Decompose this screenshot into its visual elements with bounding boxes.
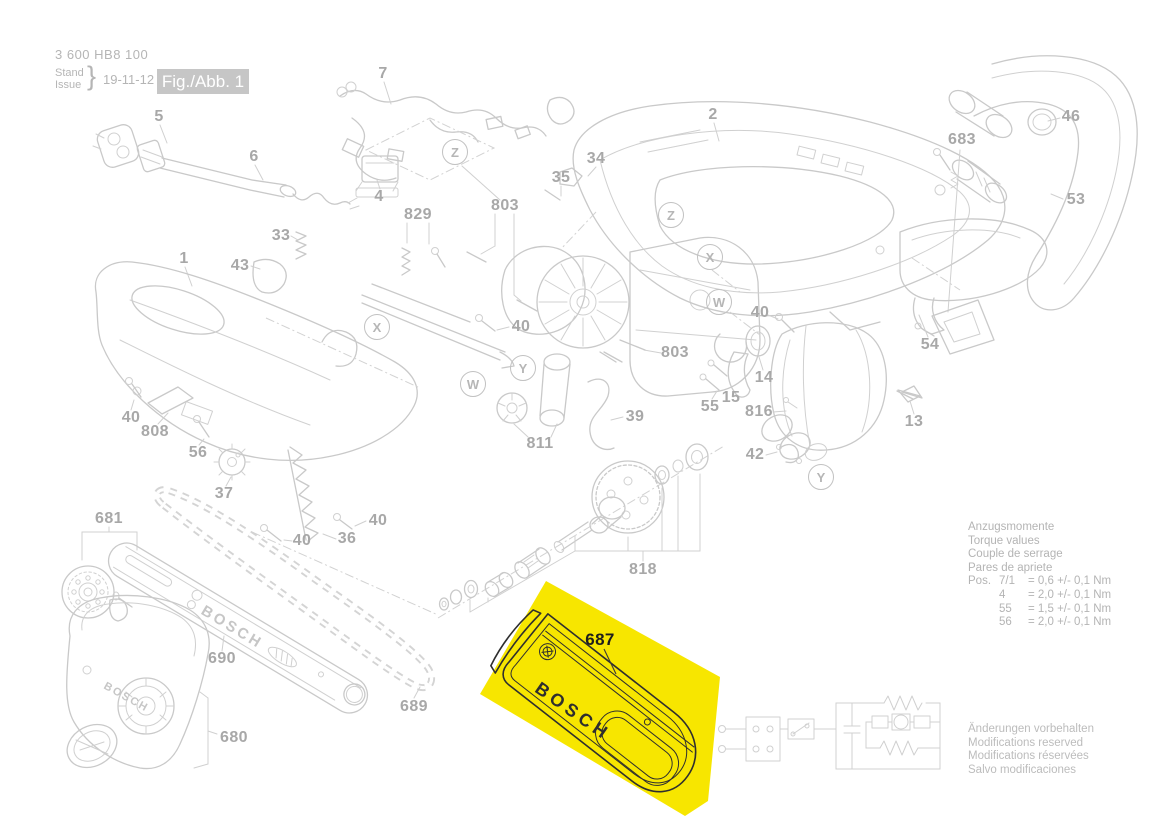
part-label-56: 56 <box>188 444 208 461</box>
part-label-37: 37 <box>214 485 234 502</box>
part-label-54: 54 <box>920 336 940 353</box>
modifications-line: Modifications réservées <box>968 750 1089 763</box>
guide-bracket-group <box>184 166 623 369</box>
torque-title-line: Anzugsmomente <box>968 521 1055 533</box>
pump-pod-group <box>761 322 923 464</box>
part-label-5: 5 <box>154 108 164 125</box>
view-marker-W: W <box>706 289 732 315</box>
part-label-808: 808 <box>141 423 169 440</box>
tensioner-parts <box>699 311 795 400</box>
motor-gearbox-assembly <box>475 236 761 451</box>
motor-housing-left <box>94 261 421 542</box>
part-label-1: 1 <box>179 250 189 267</box>
torque-row: Pos.7/1= 0,6 +/- 0,1 Nm <box>968 575 1112 588</box>
figure-label: Fig./Abb. 1 <box>161 71 245 91</box>
part-label-681: 681 <box>95 510 123 527</box>
document-number: 3 600 HB8 100 <box>55 47 149 62</box>
part-label-40: 40 <box>368 512 388 529</box>
part-label-803: 803 <box>491 197 519 214</box>
part-label-690: 690 <box>208 650 236 667</box>
brace-glyph: } <box>87 61 97 91</box>
part-label-15: 15 <box>721 389 741 406</box>
torque-title-line: Pares de apriete <box>968 561 1053 574</box>
torque-title-line: Couple de serrage <box>968 548 1063 561</box>
part-label-14: 14 <box>754 369 774 386</box>
view-marker-X: X <box>697 244 723 270</box>
view-marker-W: W <box>460 371 486 397</box>
highlight-patch <box>480 581 720 816</box>
part-label-6: 6 <box>249 148 259 165</box>
part-label-829: 829 <box>404 206 432 223</box>
rear-handle-group <box>899 55 1138 355</box>
modifications-line: Salvo modificaciones <box>968 763 1077 776</box>
view-marker-Y: Y <box>808 464 834 490</box>
part-label-34: 34 <box>586 150 606 167</box>
part-label-13: 13 <box>904 413 924 430</box>
torque-row: 56= 2,0 +/- 0,1 Nm <box>999 616 1112 629</box>
part-label-40: 40 <box>121 409 141 426</box>
part-label-53: 53 <box>1066 191 1086 208</box>
leader-687 <box>603 648 617 675</box>
view-marker-Z: Z <box>658 202 684 228</box>
part-label-39: 39 <box>625 408 645 425</box>
gear-assembly <box>437 443 725 619</box>
torque-row: 4= 2,0 +/- 0,1 Nm <box>999 588 1112 601</box>
torque-row: 55= 1,5 +/- 0,1 Nm <box>999 602 1112 615</box>
part-label-816: 816 <box>745 403 773 420</box>
part-label-811: 811 <box>526 435 554 452</box>
part-label-40: 40 <box>750 304 770 321</box>
part-label-818: 818 <box>629 561 657 578</box>
part-label-42: 42 <box>745 446 765 463</box>
part-label-2: 2 <box>708 106 718 123</box>
part-label-36: 36 <box>337 530 357 547</box>
wiring-harness <box>336 81 575 201</box>
stand-issue-label: Stand Issue <box>55 67 84 91</box>
part-label-4: 4 <box>374 188 384 205</box>
circuit-schematic <box>718 695 941 770</box>
part-label-689: 689 <box>400 698 428 715</box>
view-marker-X: X <box>364 314 390 340</box>
modifications-line: Änderungen vorbehalten <box>968 723 1094 735</box>
view-marker-Y: Y <box>510 355 536 381</box>
part-label-43: 43 <box>230 257 250 274</box>
issue-label: Issue <box>55 79 82 91</box>
torque-title-line: Torque values <box>968 534 1040 547</box>
power-cord-assembly <box>92 124 360 210</box>
part-label-40: 40 <box>511 318 531 335</box>
part-label-683: 683 <box>948 131 976 148</box>
saw-chain <box>153 486 439 699</box>
part-label-680: 680 <box>220 729 248 746</box>
stand-label: Stand <box>55 67 84 79</box>
part-label-35: 35 <box>551 169 571 186</box>
part-label-803: 803 <box>661 344 689 361</box>
part-label-7: 7 <box>378 65 388 82</box>
part-label-33: 33 <box>271 227 291 244</box>
figure-label-box: Fig./Abb. 1 <box>157 69 249 94</box>
housing-shell-top <box>559 101 1006 331</box>
view-marker-Z: Z <box>442 139 468 165</box>
part-label-55: 55 <box>700 398 720 415</box>
part-label-40: 40 <box>292 532 312 549</box>
part-label-687: 687 <box>585 630 615 649</box>
part-label-46: 46 <box>1061 108 1081 125</box>
issue-date: 19-11-12 <box>103 72 155 87</box>
modifications-line: Modifications reserved <box>968 736 1084 749</box>
